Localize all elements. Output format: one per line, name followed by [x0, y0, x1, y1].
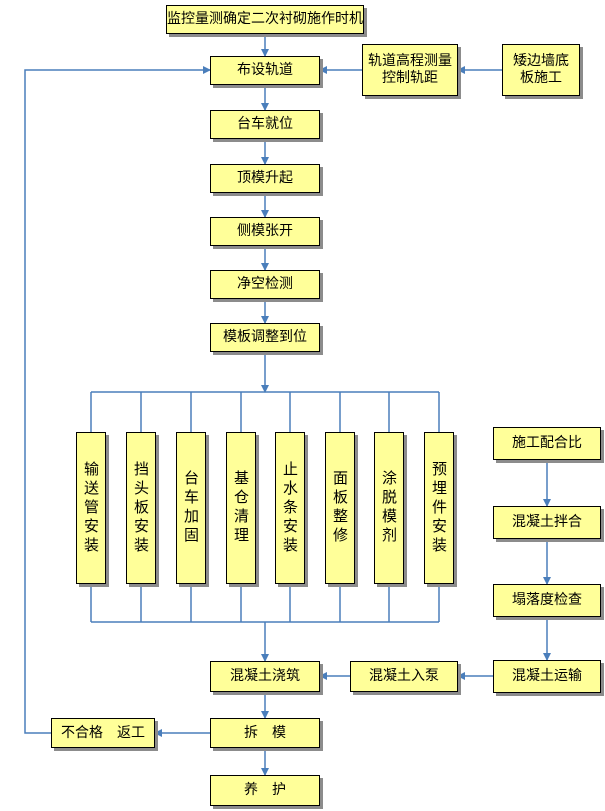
monitor-node: 监控量测确定二次衬砌施作时机 [166, 5, 364, 34]
task-conveyor-node: 输送管安装 [76, 432, 106, 584]
low-wall-label: 矮边墙底 板施工 [513, 53, 569, 86]
mixing-node: 混凝土拌合 [493, 506, 601, 539]
demold-node: 拆 模 [210, 718, 320, 748]
top-lift-node: 顶模升起 [210, 164, 320, 193]
side-open-node: 侧模张开 [210, 217, 320, 246]
pour-node: 混凝土浇筑 [210, 661, 320, 692]
lay-track-node: 布设轨道 [210, 56, 320, 85]
adjust-node: 模板调整到位 [210, 323, 320, 352]
task-panel-node: 面板整修 [325, 432, 355, 584]
cure-node: 养 护 [210, 775, 320, 806]
track-control-node: 轨道高程测量 控制轨距 [362, 44, 458, 96]
trolley-node: 台车就位 [210, 110, 320, 139]
task-embedded-node: 预埋件安装 [424, 432, 454, 584]
low-wall-node: 矮边墙底 板施工 [502, 44, 580, 96]
clearance-node: 净空检测 [210, 270, 320, 299]
reject-node: 不合格 返工 [51, 718, 155, 748]
task-waterstop-node: 止水条安装 [275, 432, 305, 584]
mix-ratio-node: 施工配合比 [493, 427, 601, 460]
task-release-agent-node: 涂脱模剂 [374, 432, 404, 584]
transport-node: 混凝土运输 [493, 660, 601, 693]
track-control-label: 轨道高程测量 控制轨距 [368, 53, 452, 86]
slump-node: 塌落度检查 [493, 584, 601, 617]
task-cleanup-node: 基仓清理 [226, 432, 256, 584]
arrow-reject-loop-to-track [24, 66, 211, 734]
task-reinforce-node: 台车加固 [176, 432, 206, 584]
pump-node: 混凝土入泵 [350, 661, 458, 692]
task-stopend-node: 挡头板安装 [126, 432, 156, 584]
